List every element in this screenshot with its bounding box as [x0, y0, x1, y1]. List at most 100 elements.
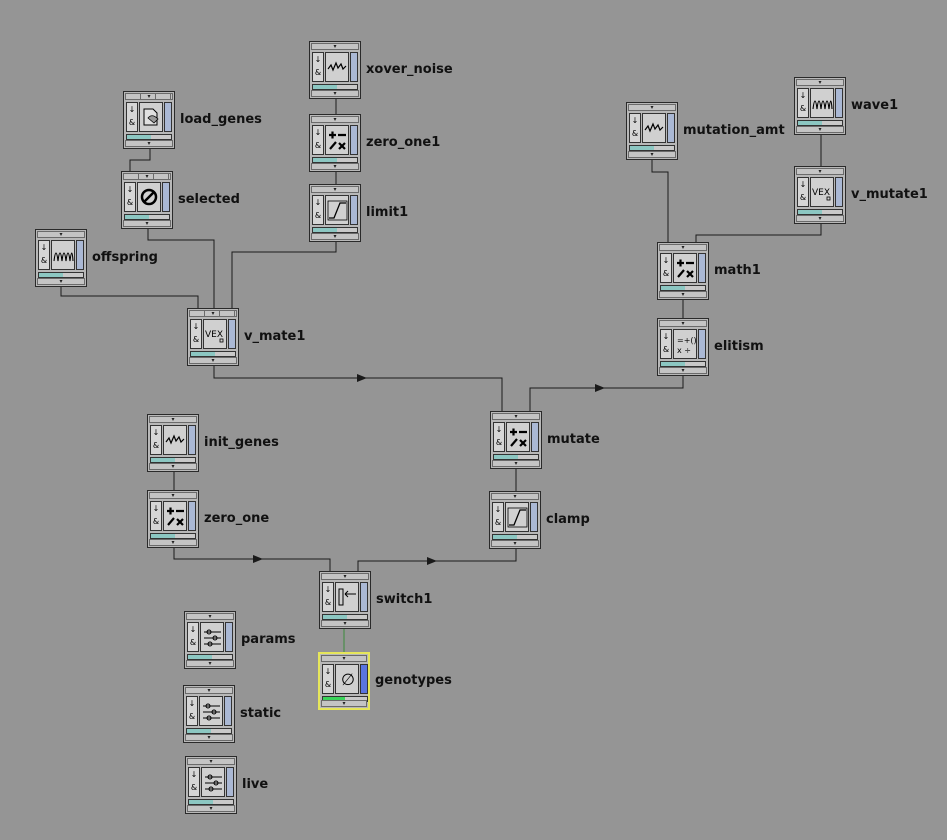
display-flag[interactable] — [835, 177, 843, 207]
node-flags[interactable]: ↓& — [150, 425, 162, 455]
display-flag[interactable] — [164, 102, 172, 132]
node-label-zero_one[interactable]: zero_one — [204, 511, 270, 526]
node-flags[interactable]: ↓& — [312, 52, 324, 82]
node-label-init_genes[interactable]: init_genes — [204, 435, 279, 450]
output-connector[interactable]: ▾ — [321, 620, 369, 627]
node-v_mate1[interactable]: ▾↓&VEX▾ — [187, 308, 239, 366]
input-connector[interactable]: ▾ — [321, 573, 369, 580]
node-flags[interactable]: ↓& — [124, 182, 136, 212]
node-static[interactable]: ▾↓&▾ — [183, 685, 235, 743]
input-connector[interactable]: ▾ — [311, 43, 359, 50]
input-connector[interactable]: ▾ — [149, 416, 197, 423]
output-connector[interactable]: ▾ — [125, 140, 173, 147]
wire-5[interactable] — [231, 242, 337, 308]
node-label-selected[interactable]: selected — [178, 192, 240, 207]
node-live[interactable]: ▾↓&▾ — [185, 756, 237, 814]
display-flag[interactable] — [226, 767, 234, 797]
display-flag[interactable] — [188, 425, 196, 455]
input-connector[interactable]: ▾ — [311, 186, 359, 193]
wire-15[interactable] — [357, 549, 517, 571]
display-flag[interactable] — [76, 240, 84, 270]
node-zero_one[interactable]: ▾↓&▾ — [147, 490, 199, 548]
output-connector[interactable]: ▾ — [123, 220, 171, 227]
output-connector[interactable]: ▾ — [185, 734, 233, 741]
node-label-genotypes[interactable]: genotypes — [375, 673, 452, 688]
display-flag[interactable] — [698, 329, 706, 359]
input-connector[interactable]: ▾ — [659, 320, 707, 327]
display-flag[interactable] — [350, 52, 358, 82]
node-limit1[interactable]: ▾ ↓& ▾ — [309, 184, 361, 242]
output-connector[interactable]: ▾ — [37, 278, 85, 285]
output-connector[interactable]: ▾ — [189, 357, 237, 364]
wire-9[interactable] — [695, 224, 822, 242]
node-flags[interactable]: ↓& — [322, 664, 334, 694]
output-connector[interactable]: ▾ — [492, 460, 540, 467]
display-flag[interactable] — [530, 502, 538, 532]
display-flag[interactable] — [188, 501, 196, 531]
node-mutate[interactable]: ▾↓&▾ — [490, 411, 542, 469]
node-offspring[interactable]: ▾↓&▾ — [35, 229, 87, 287]
input-connector[interactable]: ▾ — [628, 104, 676, 111]
display-flag[interactable] — [698, 253, 706, 283]
input-connector[interactable]: ▾ — [186, 613, 234, 620]
input-connector[interactable]: ▾ — [321, 655, 367, 662]
wire-14[interactable] — [173, 548, 331, 571]
input-connector[interactable]: ▾ — [125, 93, 173, 100]
node-label-clamp[interactable]: clamp — [546, 512, 590, 527]
node-label-v_mate1[interactable]: v_mate1 — [244, 329, 306, 344]
output-connector[interactable]: ▾ — [491, 540, 539, 547]
node-label-mutate[interactable]: mutate — [547, 432, 600, 447]
input-connector[interactable]: ▾ — [796, 168, 844, 175]
input-connector[interactable]: ▾ — [123, 173, 171, 180]
input-connector[interactable]: ▾ — [311, 116, 359, 123]
node-label-zero_one1[interactable]: zero_one1 — [366, 135, 441, 150]
node-label-math1[interactable]: math1 — [714, 263, 761, 278]
display-flag[interactable] — [350, 195, 358, 225]
output-connector[interactable]: ▾ — [149, 463, 197, 470]
wire-7[interactable] — [651, 160, 669, 242]
display-flag[interactable] — [350, 125, 358, 155]
wire-6[interactable] — [213, 366, 503, 411]
node-xover_noise[interactable]: ▾↓&▾ — [309, 41, 361, 99]
node-elitism[interactable]: ▾↓&=+()x ÷▾ — [657, 318, 709, 376]
node-load_genes[interactable]: ▾ ↓& ▾ — [123, 91, 175, 149]
node-genotypes[interactable]: ▾↓&∅▾ — [318, 652, 370, 710]
node-label-params[interactable]: params — [241, 632, 296, 647]
output-connector[interactable]: ▾ — [186, 660, 234, 667]
node-label-switch1[interactable]: switch1 — [376, 592, 433, 607]
wire-3[interactable] — [60, 287, 199, 308]
node-flags[interactable]: ↓& — [188, 767, 200, 797]
node-flags[interactable]: ↓& — [312, 195, 324, 225]
node-zero_one1[interactable]: ▾↓&▾ — [309, 114, 361, 172]
input-connector[interactable]: ▾ — [187, 758, 235, 765]
display-flag[interactable] — [228, 319, 236, 349]
input-connector[interactable]: ▾ — [796, 79, 844, 86]
node-flags[interactable]: ↓& — [38, 240, 50, 270]
display-flag[interactable] — [667, 113, 675, 143]
node-clamp[interactable]: ▾↓&▾ — [489, 491, 541, 549]
node-flags[interactable]: ↓& — [126, 102, 138, 132]
node-label-wave1[interactable]: wave1 — [851, 98, 899, 113]
input-connector[interactable]: ▾ — [185, 687, 233, 694]
output-connector[interactable]: ▾ — [311, 233, 359, 240]
output-connector[interactable]: ▾ — [149, 539, 197, 546]
display-flag[interactable] — [162, 182, 170, 212]
node-label-offspring[interactable]: offspring — [92, 250, 158, 265]
display-flag[interactable] — [224, 696, 232, 726]
node-label-xover_noise[interactable]: xover_noise — [366, 62, 453, 77]
node-flags[interactable]: ↓& — [629, 113, 641, 143]
node-init_genes[interactable]: ▾ ↓& ▾ — [147, 414, 199, 472]
output-connector[interactable]: ▾ — [796, 215, 844, 222]
node-mutation_amt[interactable]: ▾ ↓& ▾ — [626, 102, 678, 160]
output-connector[interactable]: ▾ — [796, 126, 844, 133]
node-label-live[interactable]: live — [242, 777, 269, 792]
output-connector[interactable]: ▾ — [659, 367, 707, 374]
node-params[interactable]: ▾↓&▾ — [184, 611, 236, 669]
node-flags[interactable]: ↓& — [150, 501, 162, 531]
node-switch1[interactable]: ▾↓&▾ — [319, 571, 371, 629]
output-connector[interactable]: ▾ — [628, 151, 676, 158]
wire-2[interactable] — [129, 149, 151, 171]
display-flag[interactable] — [225, 622, 233, 652]
node-label-load_genes[interactable]: load_genes — [180, 112, 262, 127]
